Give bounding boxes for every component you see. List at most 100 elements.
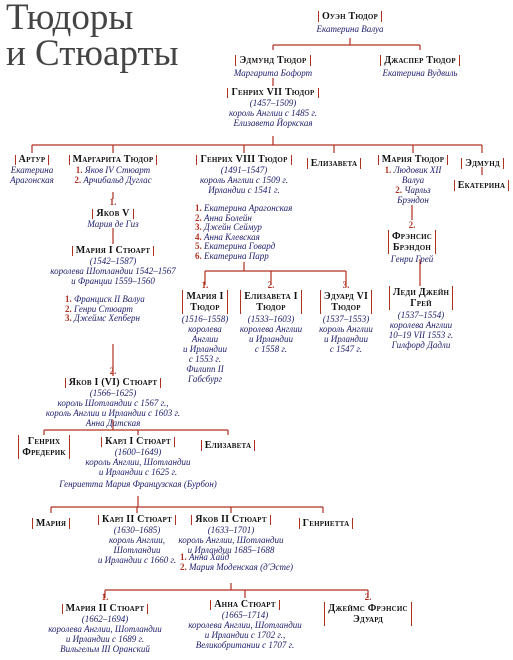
person-name: Мария II Стюарт: [61, 604, 149, 614]
spouse: Екатерина Валуа: [316, 24, 384, 34]
node-edmund-tudor: Эдмунд Тюдор Маргарита Бофорт: [223, 50, 323, 78]
years: (1630–1685): [113, 525, 161, 535]
person-name: Карл II Стюарт: [98, 515, 176, 525]
marriage-number: 2.: [109, 366, 117, 376]
person-name: Мария Тюдор: [377, 155, 449, 165]
reign-line: Англии: [191, 334, 219, 344]
husband-item: 1. Франциск II Валуа: [65, 294, 145, 304]
wife-item: 3. Джейн Сеймур: [195, 222, 262, 233]
node-charles-i: Карл I Стюарт (1600–1649) король Англии,…: [78, 435, 198, 478]
reign-2: и Ирландии с 1625 г.: [98, 467, 178, 477]
person-name: Маргарита Тюдор: [68, 155, 158, 165]
mary-stuart-husbands: 1. Франциск II Валуа 2. Генри Стюарт 3. …: [65, 294, 145, 324]
reign-line: и Ирландии с 1660 г.: [97, 555, 177, 565]
marriage-number: 1.: [109, 197, 117, 207]
reign-1: королева Англии, Шотландии: [188, 620, 302, 630]
node-maria: Мария: [28, 513, 74, 531]
person-name: Генрих VIII Тюдор: [196, 155, 292, 165]
person-name: Яков II Стюарт: [191, 515, 271, 525]
node-anne-stuart: Анна Стюарт (1665–1714) королева Англии,…: [178, 598, 312, 651]
node-jasper-tudor: Джаспер Тюдор Екатерина Вудвиль: [370, 50, 470, 78]
spouse-name: Яков IV Стюарт: [84, 165, 151, 175]
node-elizabeth-sibling: Елизавета: [306, 153, 362, 171]
reign-line: королева: [188, 324, 222, 334]
years: (1491–1547): [220, 165, 268, 175]
charles-i-spouse: Генриетта Мария Французская (Бурбон): [59, 479, 217, 489]
spouse-2: 2. Чарльз: [395, 185, 431, 195]
node-mary-ii: 1. Мария II Стюарт (1662–1694) королева …: [38, 592, 172, 654]
reign-line: с 1558 г.: [254, 344, 288, 354]
reign-line: и Ирландии: [324, 334, 368, 344]
spouse: Мария де Гиз: [87, 219, 139, 229]
reign-1: король Англии, Шотландии: [85, 457, 191, 467]
person-name: Анна Стюарт: [210, 600, 280, 610]
spouse-1: 1. Яков IV Стюарт: [63, 165, 163, 175]
node-henrietta: Генриетта: [294, 513, 358, 531]
spouse-number: 1.: [75, 165, 83, 175]
husband-item: 3. Джеймс Хепберн: [65, 313, 140, 324]
person-name: Карл I Стюарт: [101, 437, 175, 447]
wife-item: 2. Анна Болейн: [195, 212, 252, 223]
diagram-title: Тюдоры и Стюарты: [6, 0, 179, 72]
spouse: Маргарита Бофорт: [233, 68, 313, 78]
person-name: Генриетта: [298, 518, 354, 529]
wife-item: 5. Екатерина Говард: [195, 241, 276, 252]
person-name: Екатерина: [453, 180, 510, 191]
title-line-1: Тюдоры: [6, 0, 134, 38]
spouse-1-house: Валуа: [401, 175, 425, 185]
title-line-2: и Стюарты: [6, 33, 179, 74]
reign: король Англии с 1485 г.: [228, 108, 318, 118]
node-henry-vii: Генрих VII Тюдор (1457–1509) король Англ…: [203, 86, 343, 128]
reign-line: король Англии: [319, 324, 373, 334]
person-name: Артур: [14, 155, 50, 165]
node-ekaterina: Екатерина: [450, 175, 513, 193]
reign-2: король Англии и Ирландии с 1603 г.: [45, 408, 181, 418]
person-name: Генрих VII Тюдор: [227, 88, 319, 98]
spouse-name: Арчибальд Дуглас: [83, 175, 152, 185]
reign-line: королева Англии: [389, 320, 453, 330]
reign-line: и Ирландии: [249, 334, 293, 344]
spouse: Елизавета Йоркская: [233, 118, 313, 128]
reign-3: Великобритании с 1707 г.: [195, 640, 295, 650]
wife-item: 1. Анна Хайд: [180, 552, 230, 562]
wife-item: 6. Екатерина Парр: [195, 250, 269, 261]
person-name: Джаспер Тюдор: [380, 55, 460, 66]
marriage-number: 2.: [408, 220, 416, 230]
person-name: Елизавета: [200, 440, 256, 451]
reign-line: с 1547 г.: [329, 344, 363, 354]
spouse: Екатерина Вудвиль: [382, 68, 458, 78]
spouse-line-1: Екатерина: [10, 165, 54, 175]
node-james-v: 1. Яков V Мария де Гиз: [73, 197, 153, 229]
person-name: Эдмунд: [461, 158, 504, 169]
marriage-number: 1.: [101, 592, 109, 602]
reign-line: королева Англии: [239, 324, 303, 334]
node-margaret-tudor: Маргарита Тюдор 1. Яков IV Стюарт 2. Арч…: [63, 153, 163, 185]
spouse-line-1: Филипп II: [186, 364, 224, 374]
spouse-2-surname: Брэндон: [397, 195, 429, 205]
spouse-line-2: Арагонская: [10, 175, 54, 185]
person-name: Яков I (VI) Стюарт: [64, 378, 162, 388]
node-henry-viii: Генрих VIII Тюдор (1491–1547) король Анг…: [182, 153, 306, 195]
wife-item: 1. Екатерина Арагонская: [195, 203, 293, 213]
node-mary-i-stuart: Мария I Стюарт (1542–1587) королева Шотл…: [38, 244, 188, 287]
reign-1: король Шотландии с 1567 г.,: [57, 398, 169, 408]
spouse: Гилфорд Дадли: [391, 340, 451, 350]
reign-1: королева Англии, Шотландии: [48, 624, 162, 634]
years: (1600–1649): [114, 447, 162, 457]
marriage-number: 1.: [201, 280, 209, 290]
reign-line: с 1553 г.: [188, 354, 222, 364]
years: (1537–1554): [397, 310, 445, 320]
years: (1665–1714): [221, 610, 269, 620]
reign-1: король Англии с 1509 г.: [199, 175, 289, 185]
person-name: Елизавета: [306, 158, 362, 169]
reign-2: Ирландии с 1541 г.: [208, 185, 280, 195]
years: (1537–1553): [322, 314, 370, 324]
